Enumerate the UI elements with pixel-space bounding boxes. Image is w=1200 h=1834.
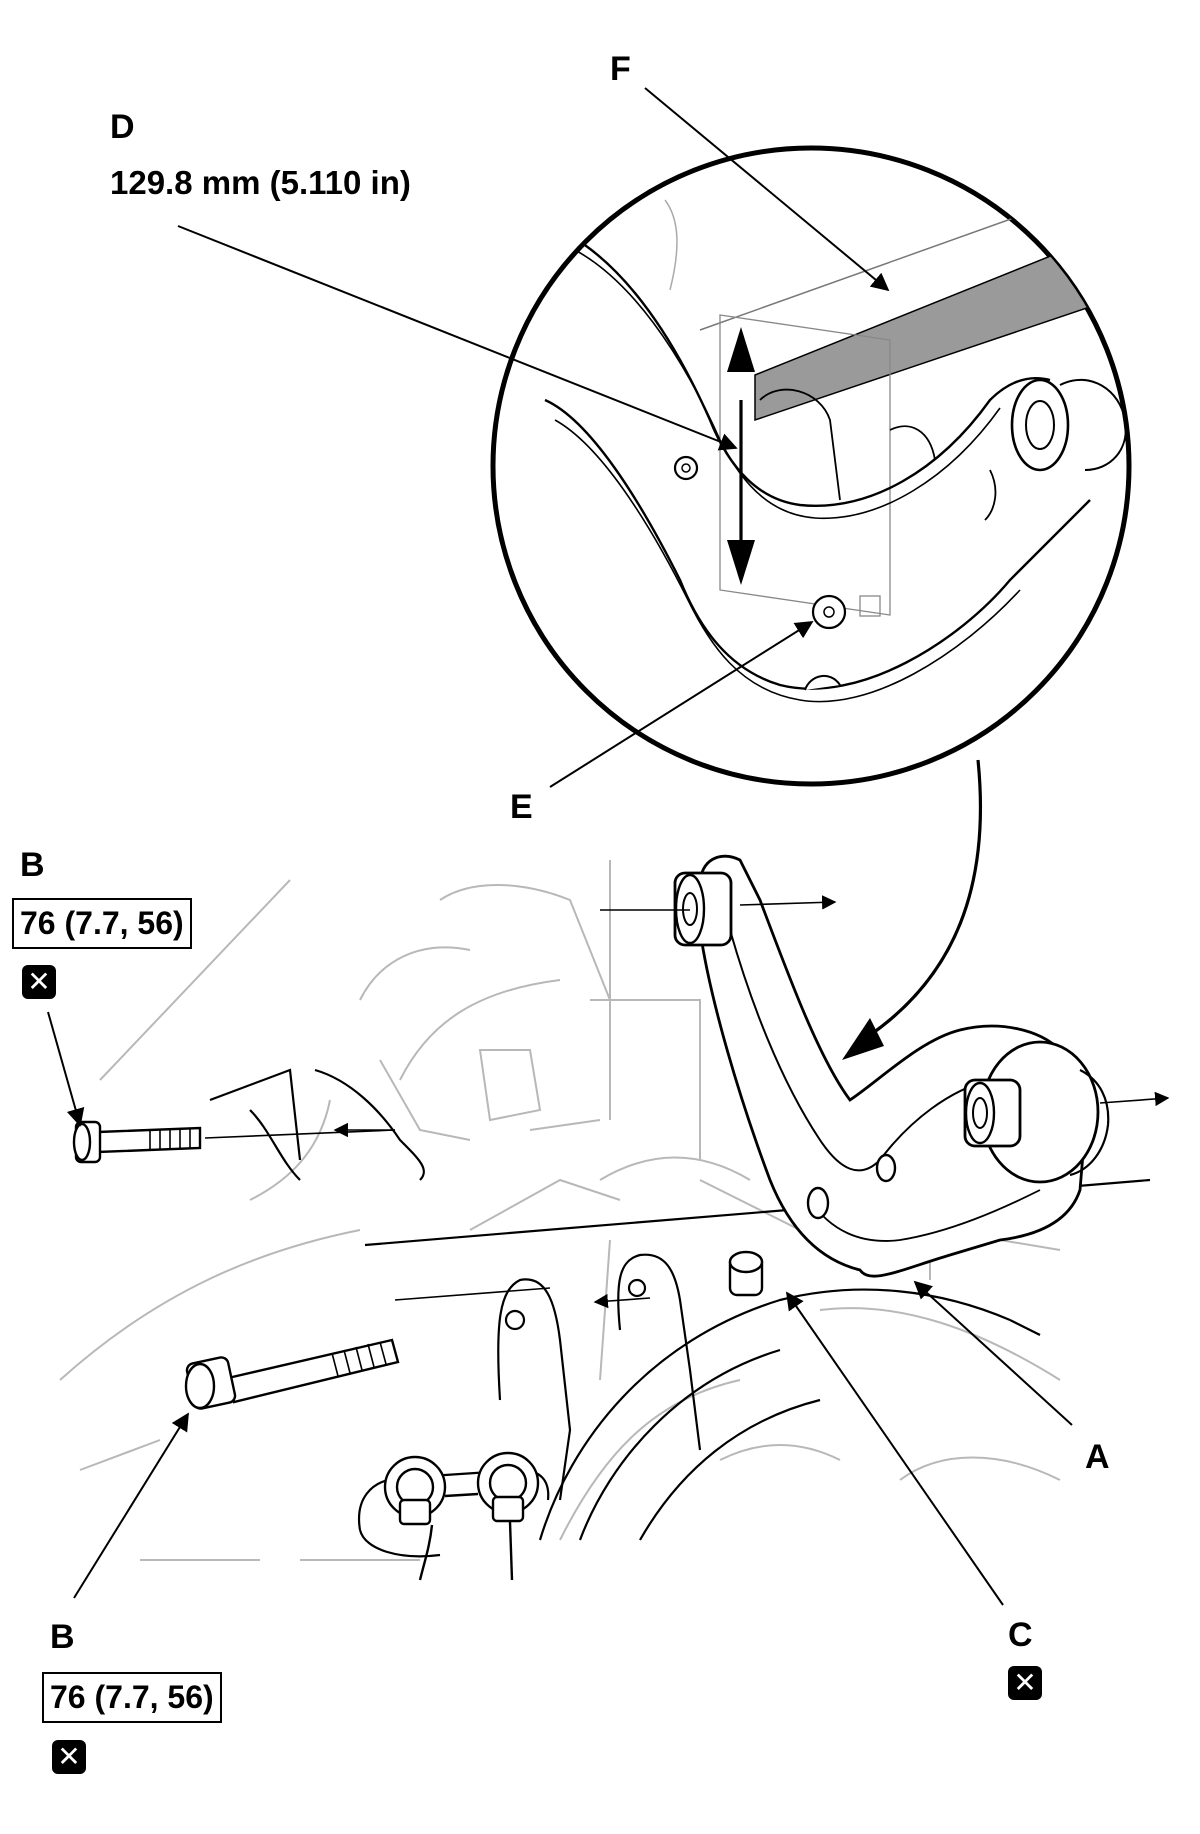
callout-A: A [1085, 1438, 1110, 1476]
detail-circle [490, 145, 1132, 787]
lower-link-nuts [383, 1451, 540, 1581]
upper-bolt-B [72, 1120, 202, 1164]
callout-B-upper: B [20, 846, 45, 884]
callout-F: F [610, 50, 631, 88]
replace-part-icon: ✕ [22, 965, 56, 999]
upper-arm-A [673, 854, 1110, 1278]
leader-lines [47, 87, 1073, 1606]
bushing-axis-lines [204, 895, 1170, 1309]
callout-D: D [110, 108, 135, 146]
dimension-label: 129.8 mm (5.110 in) [110, 164, 411, 201]
detail-pointer-arrow [854, 759, 983, 1047]
lower-bolt-B [184, 1338, 400, 1410]
replace-part-icon: ✕ [1008, 1666, 1042, 1700]
replace-part-icon: ✕ [52, 1740, 86, 1774]
detail-pointer-arrowhead [842, 1018, 884, 1060]
callout-E: E [510, 788, 533, 826]
callout-B-lower: B [50, 1618, 75, 1656]
ghost-background [59, 860, 1061, 1561]
nut-C [728, 1250, 764, 1297]
torque-spec-upper: 76 (7.7, 56) [12, 898, 192, 949]
torque-spec-lower: 76 (7.7, 56) [42, 1672, 222, 1723]
callout-C: C [1008, 1616, 1033, 1654]
